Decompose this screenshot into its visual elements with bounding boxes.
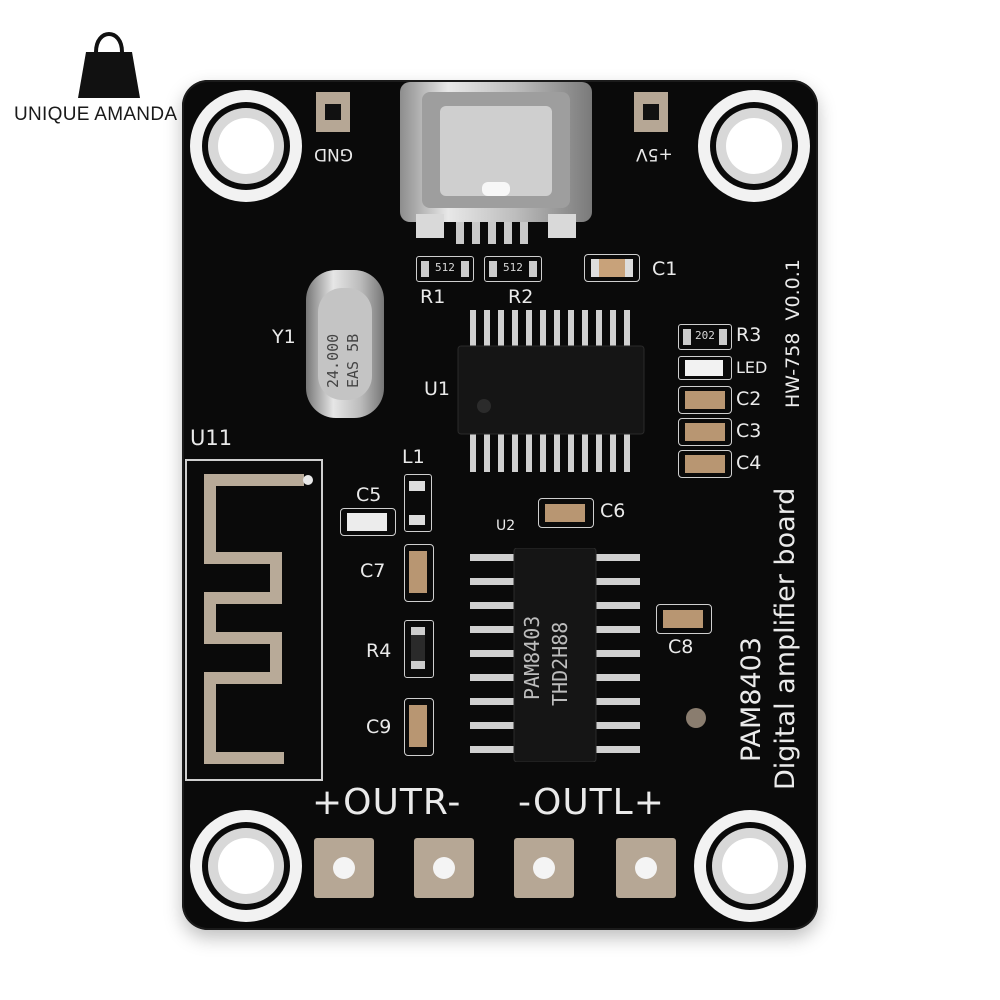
model-label: HW-758 [782, 332, 804, 408]
r1-label: R1 [420, 286, 446, 308]
r2-marking: 512 [503, 261, 523, 274]
capacitor-c5 [340, 508, 396, 536]
c6-label: C6 [600, 500, 626, 522]
resistor-r3: 202 [678, 324, 732, 350]
gnd-pad [316, 92, 350, 132]
c2-label: C2 [736, 388, 762, 410]
handbag-icon [78, 32, 140, 98]
led [678, 356, 732, 380]
crystal-y1: 24.000 EAS 5B [306, 270, 384, 418]
mounting-hole-bottom-left [190, 810, 302, 922]
gnd-label: GND [314, 144, 353, 164]
version-label: V0.0.1 [782, 259, 804, 321]
c3-label: C3 [736, 420, 762, 442]
output-left-label: -OUTL+ [518, 782, 665, 823]
vcc-label: +5V [636, 144, 673, 164]
logo [74, 20, 144, 100]
output-pad-left-minus [514, 838, 574, 898]
mounting-hole-top-right [698, 90, 810, 202]
ic-u1 [457, 310, 645, 472]
u1-label: U1 [424, 378, 450, 400]
crystal-marking-line1: 24.000 [324, 333, 342, 388]
c7-label: C7 [360, 560, 386, 582]
capacitor-c9 [404, 698, 434, 756]
output-right-label: +OUTR- [312, 782, 462, 823]
r4-label: R4 [366, 640, 392, 662]
y1-label: Y1 [272, 326, 296, 348]
c9-label: C9 [366, 716, 392, 738]
r1-marking: 512 [435, 261, 455, 274]
output-pad-right-minus [414, 838, 474, 898]
usb-c-connector [400, 82, 592, 244]
capacitor-c2 [678, 386, 732, 414]
c4-label: C4 [736, 452, 762, 474]
mounting-hole-bottom-right [694, 810, 806, 922]
mounting-hole-top-left [190, 90, 302, 202]
capacitor-c8 [656, 604, 712, 634]
capacitor-c4 [678, 450, 732, 478]
model-version-label: HW-758 V0.0.1 [782, 259, 804, 408]
l1-label: L1 [402, 446, 425, 468]
r3-marking: 202 [695, 329, 715, 342]
led-label: LED [736, 358, 768, 377]
r2-label: R2 [508, 286, 534, 308]
c8-label: C8 [668, 636, 694, 658]
title-line2: Digital amplifier board [770, 487, 801, 790]
r3-label: R3 [736, 324, 762, 346]
c1-label: C1 [652, 258, 678, 280]
fiducial-mark [686, 708, 706, 728]
capacitor-c7 [404, 544, 434, 602]
c5-label: C5 [356, 484, 382, 506]
resistor-r4 [404, 620, 434, 678]
vcc-pad [634, 92, 668, 132]
title-line1: PAM8403 [736, 636, 767, 762]
output-pad-right-plus [314, 838, 374, 898]
capacitor-c1 [584, 254, 640, 282]
antenna-u11 [185, 459, 323, 781]
u2-marking-line2: THD2H88 [548, 621, 572, 706]
u11-label: U11 [190, 426, 233, 450]
inductor-l1 [404, 474, 432, 532]
logo-text: UNIQUE AMANDA [14, 104, 178, 125]
ic-u2 [470, 548, 640, 762]
capacitor-c6 [538, 498, 594, 528]
output-pad-left-plus [616, 838, 676, 898]
resistor-r1: 512 [416, 256, 474, 282]
resistor-r2: 512 [484, 256, 542, 282]
u2-label: U2 [496, 518, 516, 534]
capacitor-c3 [678, 418, 732, 446]
u2-marking-line1: PAM8403 [520, 615, 544, 700]
crystal-marking-line2: EAS 5B [344, 333, 362, 388]
